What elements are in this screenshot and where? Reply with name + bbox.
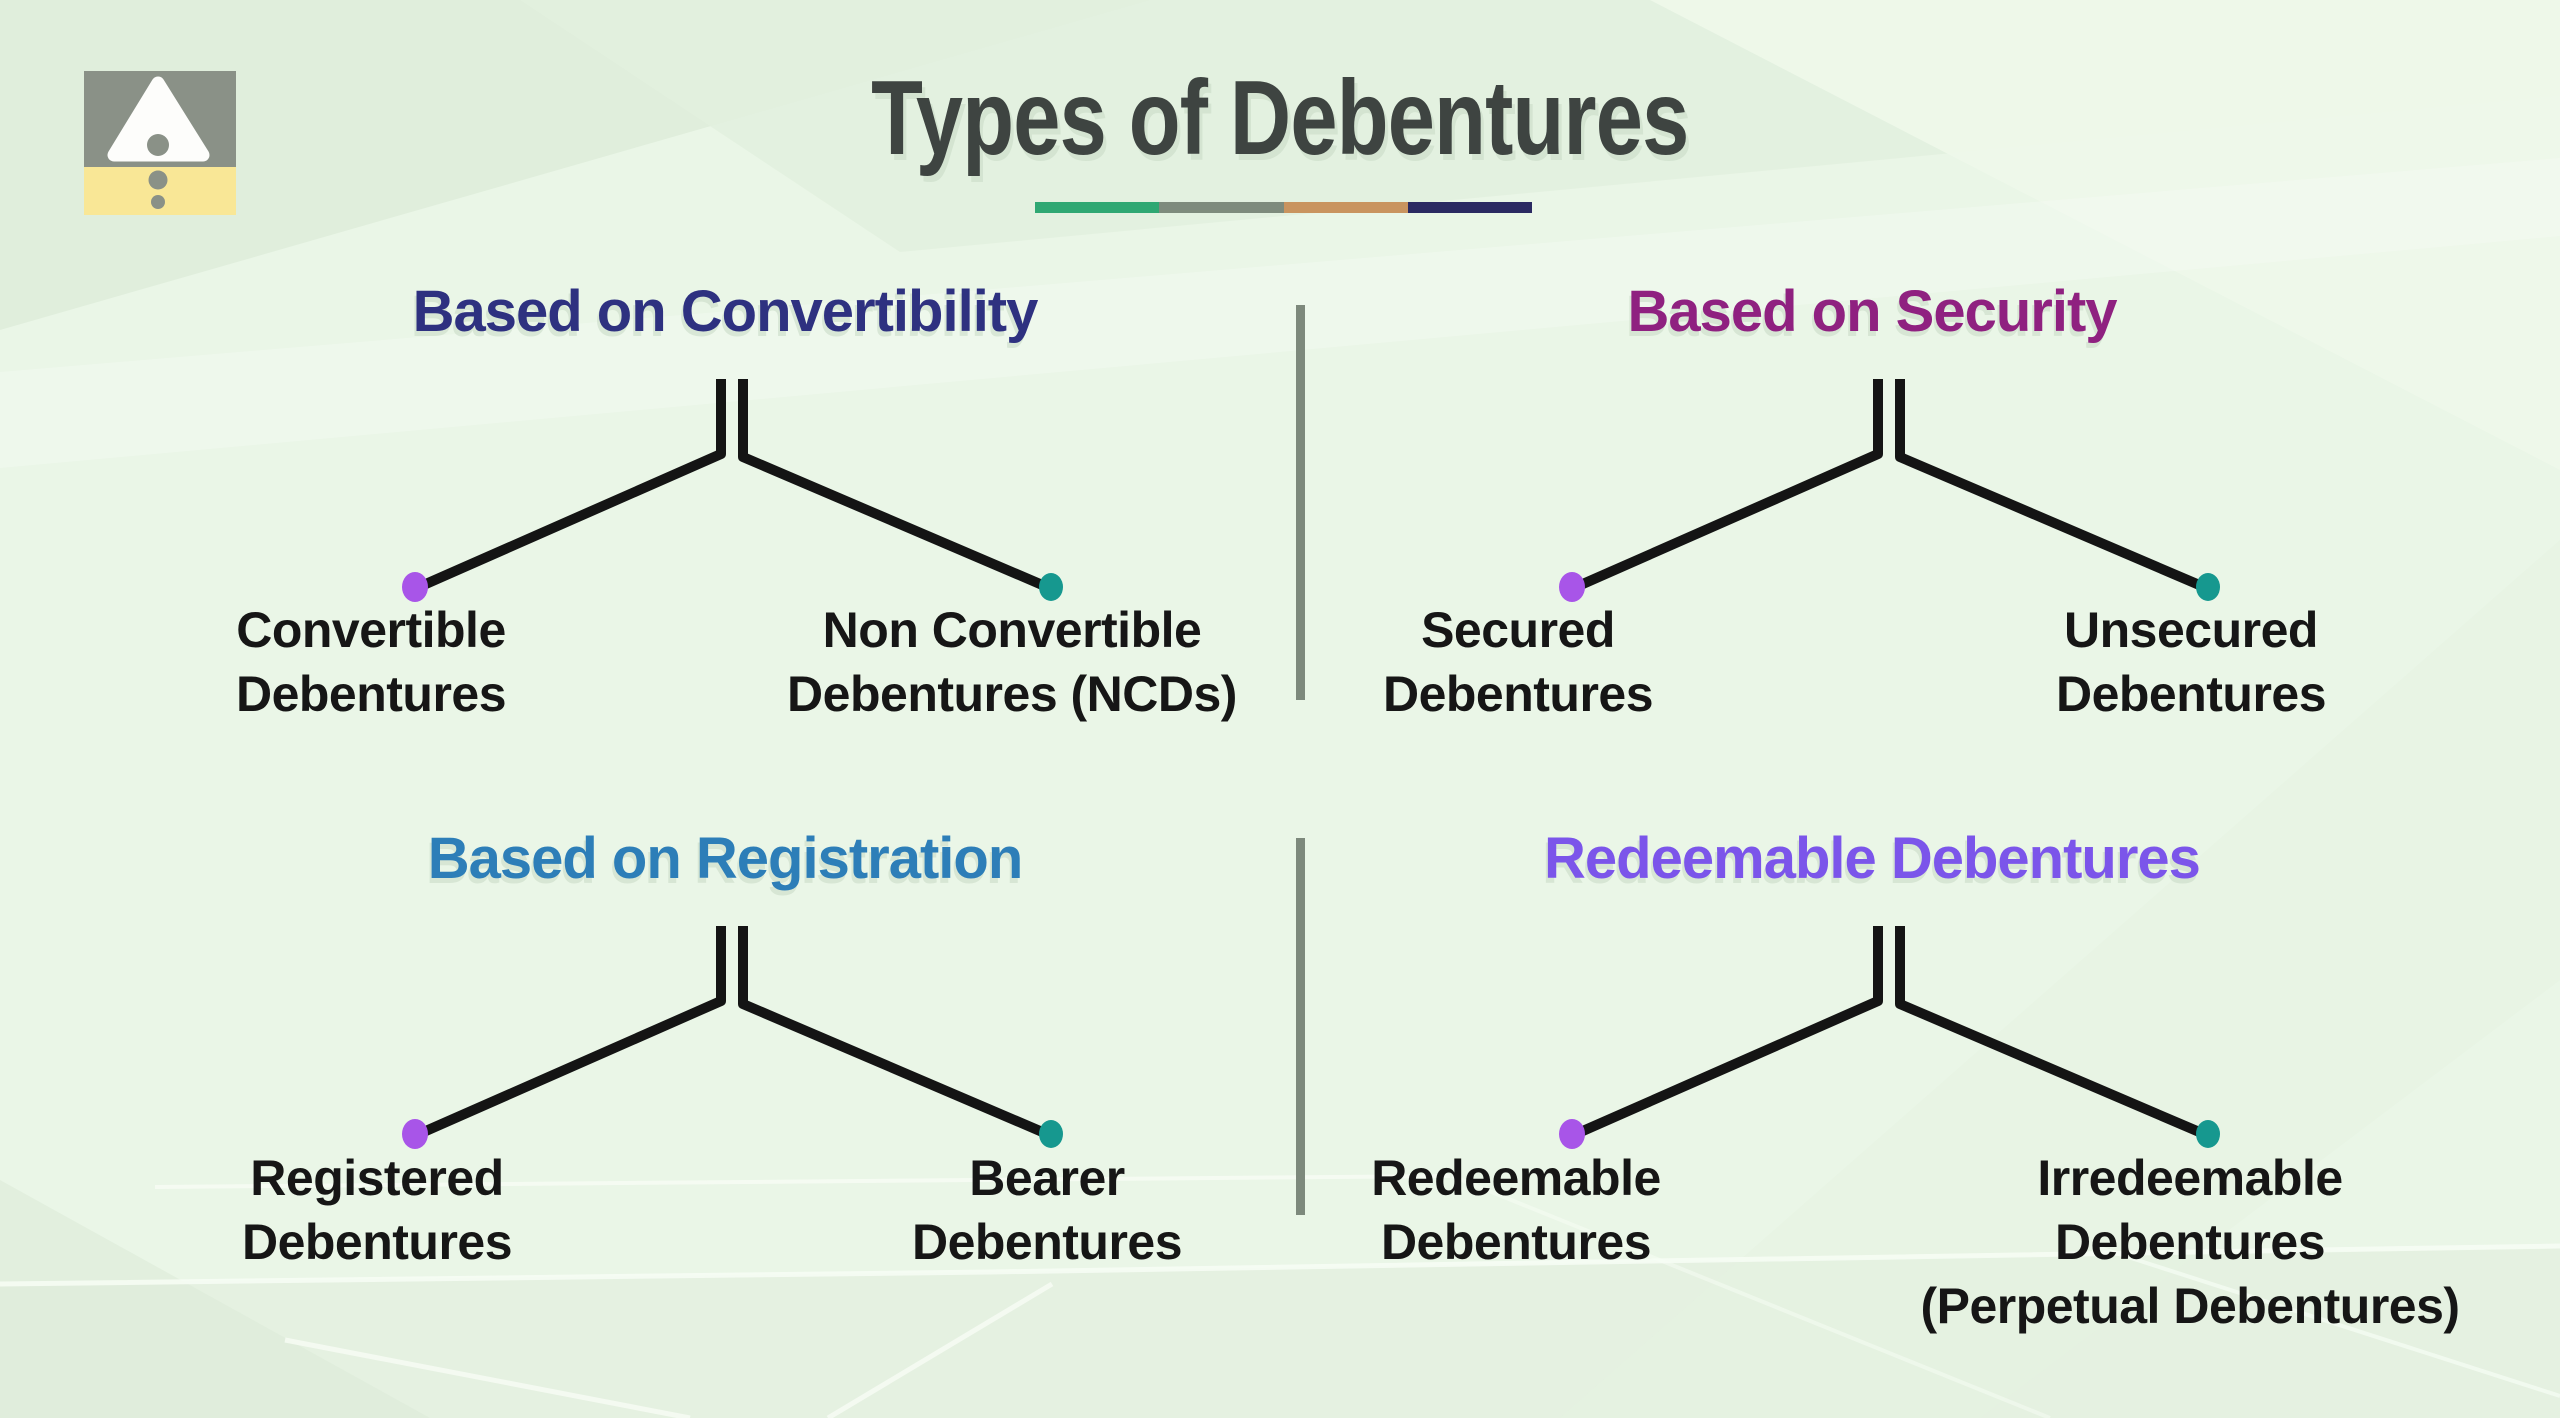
branch-fork-security	[1559, 379, 2220, 602]
branch-dot-left-icon	[1559, 1119, 1585, 1149]
underline-segment-tan	[1283, 202, 1408, 213]
heading-convertibility: Based on Convertibility	[412, 279, 1039, 344]
branch-dot-left-icon	[402, 572, 428, 602]
title-underline	[1035, 202, 1532, 213]
page-title-text: Types of Debentures	[871, 58, 1689, 177]
page-title: Types of Debentures	[0, 48, 2560, 188]
label-redeemable-debentures: Redeemable Debentures	[1371, 1150, 1661, 1270]
branch-line-left	[1573, 926, 1883, 1139]
underline-segment-green	[1035, 202, 1160, 213]
branch-dot-left-icon	[402, 1119, 428, 1149]
label-convertible-debentures: Convertible Debentures	[235, 602, 507, 722]
branch-line-right	[1895, 379, 2206, 592]
branch-line-left	[416, 926, 726, 1139]
logo-dot-1	[148, 170, 168, 190]
heading-security: Based on Security	[1627, 279, 2117, 344]
branch-dot-right-icon	[2196, 573, 2220, 601]
branch-fork-registration	[402, 926, 1063, 1149]
heading-registration: Based on Registration	[427, 826, 1024, 891]
branch-dot-right-icon	[2196, 1120, 2220, 1148]
branch-dot-right-icon	[1039, 573, 1063, 601]
label-unsecured-debentures: Unsecured Debentures	[2055, 602, 2327, 722]
branch-line-right	[1895, 926, 2206, 1139]
label-secured-debentures: Secured Debentures	[1382, 602, 1654, 722]
branch-dot-left-icon	[1559, 572, 1585, 602]
label-irredeemable-debentures: Irredeemable Debentures (Perpetual Deben…	[1920, 1150, 2460, 1334]
branch-line-right	[738, 379, 1049, 592]
quadrant-divider-bottom	[1296, 838, 1305, 1215]
brand-logo	[84, 71, 236, 215]
logo-triangle-dot	[147, 134, 169, 156]
branch-line-left	[416, 379, 726, 592]
branch-dot-right-icon	[1039, 1120, 1063, 1148]
heading-redeemable: Redeemable Debentures	[1544, 826, 2201, 891]
branch-fork-convertibility	[402, 379, 1063, 602]
branch-line-right	[738, 926, 1049, 1139]
triangle-dots-logo-icon	[84, 71, 236, 215]
label-bearer-debentures: Bearer Debentures	[911, 1150, 1183, 1270]
underline-segment-navy	[1407, 202, 1532, 213]
underline-segment-gray	[1159, 202, 1284, 213]
branch-fork-redeemable	[1559, 926, 2220, 1149]
logo-dot-2	[151, 195, 165, 209]
quadrant-divider-top	[1296, 305, 1305, 700]
label-non-convertible-debentures: Non Convertible Debentures (NCDs)	[787, 602, 1237, 722]
branch-line-left	[1573, 379, 1883, 592]
label-registered-debentures: Registered Debentures	[241, 1150, 513, 1270]
